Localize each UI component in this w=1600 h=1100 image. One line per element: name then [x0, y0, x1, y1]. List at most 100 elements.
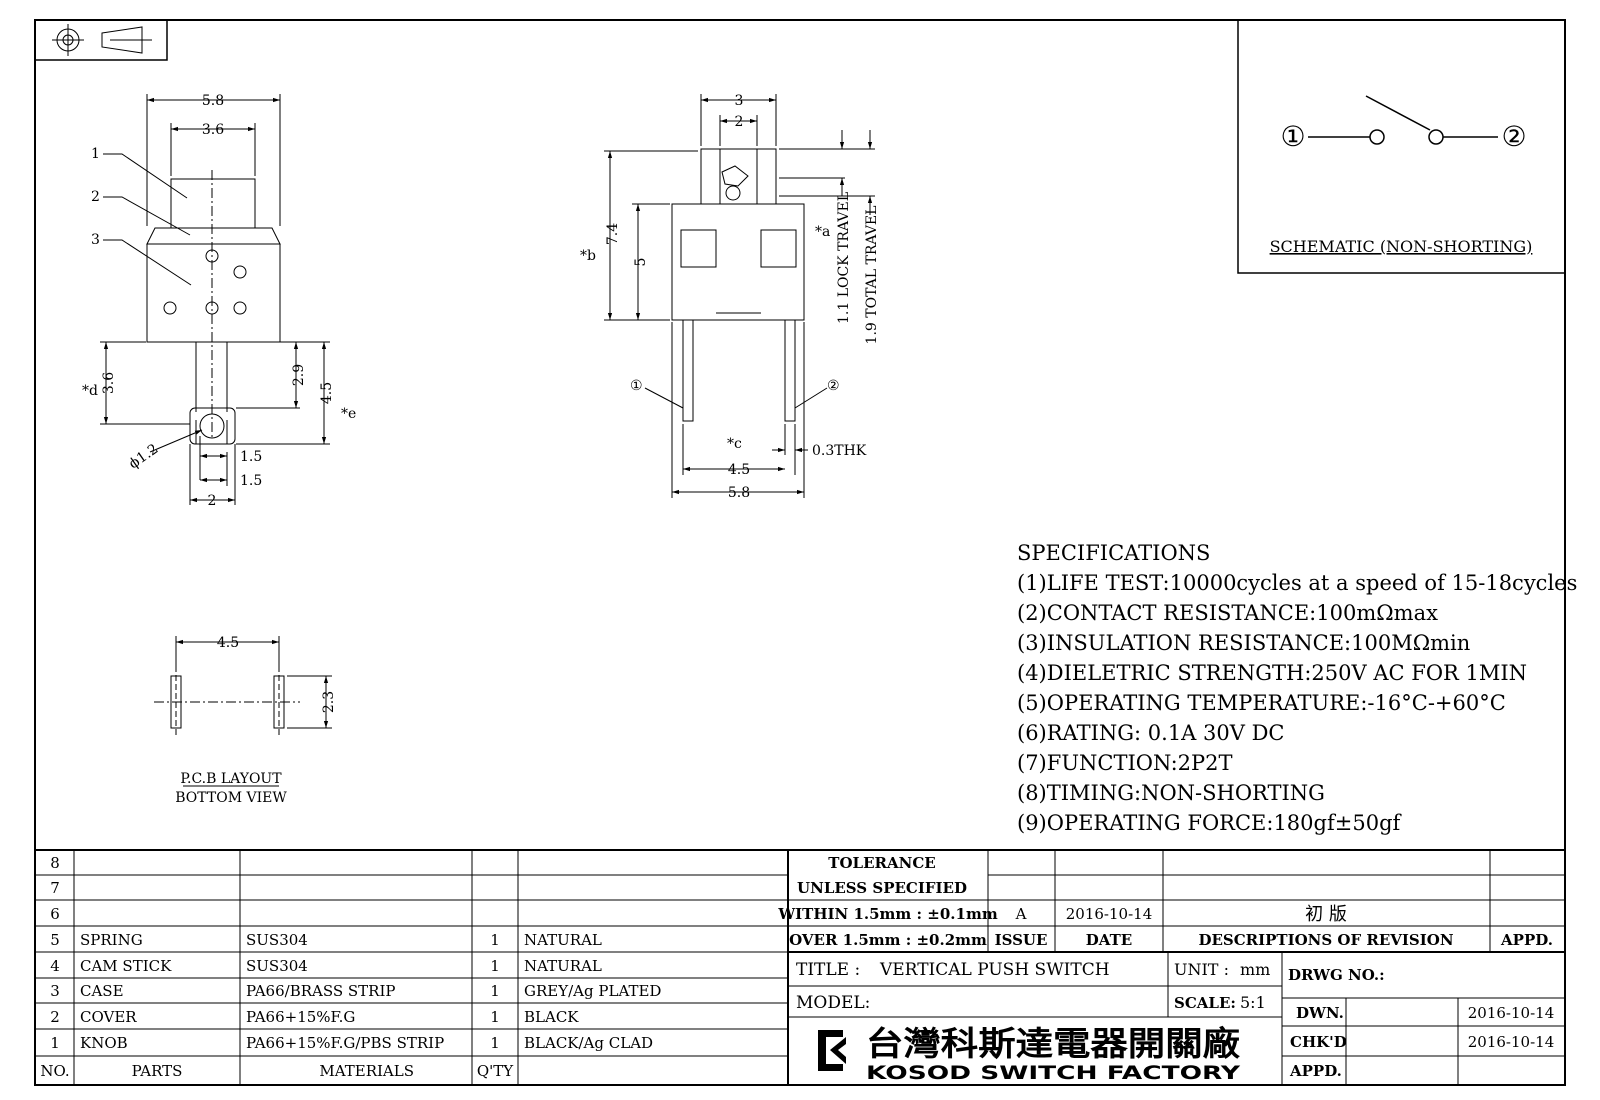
dim-body: 5: [633, 258, 649, 267]
bom-row-qty: 1: [490, 1034, 500, 1052]
bom-row-no: 4: [50, 957, 60, 975]
bom-row-material: SUS304: [246, 957, 308, 975]
bom-row-qty: 1: [490, 982, 500, 1000]
spec-item: (9)OPERATING FORCE:180gf±50gf: [1017, 811, 1403, 835]
title-block-grid: [35, 850, 1565, 1085]
specifications-title: SPECIFICATIONS: [1017, 541, 1210, 565]
scale-label: SCALE:: [1174, 994, 1236, 1012]
table-row: 2 COVER PA66+15%F.G 1 BLACK: [50, 1008, 579, 1026]
bom-row-no: 1: [50, 1034, 60, 1052]
bom-row-part: KNOB: [80, 1034, 128, 1052]
bom-row-no: 8: [50, 854, 60, 872]
side-view: [604, 94, 875, 498]
bom-table: 8 7 6 5 SPRING SUS304 1 NATURAL 4 CAM ST…: [40, 854, 661, 1080]
schematic-caption: SCHEMATIC (NON-SHORTING): [1270, 237, 1533, 256]
spec-item: (6)RATING: 0.1A 30V DC: [1017, 721, 1284, 745]
tolerance-over: OVER 1.5mm : ±0.2mm: [789, 931, 987, 949]
bom-header-parts: PARTS: [132, 1062, 183, 1080]
callout-1: 1: [91, 146, 100, 162]
schematic-pin-2: ②: [1501, 120, 1526, 153]
unit-label: UNIT :: [1174, 960, 1229, 979]
side-pin-2-label: ②: [827, 378, 840, 394]
spec-item: (8)TIMING:NON-SHORTING: [1017, 781, 1325, 805]
spec-item: (1)LIFE TEST:10000cycles at a speed of 1…: [1017, 571, 1577, 595]
spec-item: (3)INSULATION RESISTANCE:100MΩmin: [1017, 631, 1470, 655]
pcb-layout: [154, 636, 332, 786]
spec-item: (4)DIELETRIC STRENGTH:250V AC FOR 1MIN: [1017, 661, 1527, 685]
side-view-labels: 3 2 *b 7.4 5 *a 1.1 LOCK TRAVEL 1.9 TOTA…: [580, 93, 880, 501]
bom-row-finish: GREY/Ag PLATED: [524, 982, 661, 1000]
callout-2: 2: [91, 189, 100, 205]
company-name-english: KOSOD SWITCH FACTORY: [866, 1062, 1240, 1084]
dim-thickness: 0.3THK: [812, 443, 867, 459]
dim-hole: ϕ1.2: [126, 441, 161, 472]
dwn-date: 2016-10-14: [1468, 1004, 1554, 1022]
dim-outer-width: 5.8: [202, 93, 224, 109]
schematic-pin-1: ①: [1280, 120, 1305, 153]
side-pin-1-label: ①: [630, 378, 643, 394]
schematic-symbol: [1308, 96, 1498, 144]
bom-header-qty: Q'TY: [477, 1062, 514, 1080]
revision-date: 2016-10-14: [1066, 905, 1152, 923]
spec-item: (7)FUNCTION:2P2T: [1017, 751, 1233, 775]
dim-pitch: 4.5: [728, 462, 750, 478]
dim-f: 2.9: [291, 364, 307, 386]
bom-row-material: PA66+15%F.G: [246, 1008, 355, 1026]
table-row: 4 CAM STICK SUS304 1 NATURAL: [50, 957, 602, 975]
front-view: [100, 94, 330, 505]
appd-label: APPD.: [1289, 1062, 1342, 1080]
dim-top-inner: 2: [735, 114, 744, 130]
bom-row-finish: NATURAL: [524, 931, 602, 949]
kosod-logo-icon: [818, 1030, 846, 1071]
schematic-labels: ① ② SCHEMATIC (NON-SHORTING): [1270, 120, 1533, 256]
tolerance-subtitle: UNLESS SPECIFIED: [797, 879, 967, 897]
scale-value: 5:1: [1240, 993, 1266, 1012]
tolerance-within: WITHIN 1.5mm : ±0.1mm: [777, 905, 998, 923]
bom-row-no: 5: [50, 931, 60, 949]
dim-g: 4.5: [319, 382, 335, 404]
bom-row-finish: BLACK/Ag CLAD: [524, 1034, 653, 1052]
table-row: 5 SPRING SUS304 1 NATURAL: [50, 931, 602, 949]
bom-header-materials: MATERIALS: [319, 1062, 414, 1080]
dim-lock-travel: 1.1 LOCK TRAVEL: [836, 192, 852, 324]
pcb-layout-labels: 4.5 2.3 P.C.B LAYOUT BOTTOM VIEW: [175, 635, 337, 806]
dim-pin1: 1.5: [240, 449, 262, 465]
dim-b: 7.4: [605, 223, 621, 245]
dim-d-label: *d: [82, 383, 98, 399]
dim-side-width: 5.8: [728, 485, 750, 501]
bom-row-finish: NATURAL: [524, 957, 602, 975]
chkd-date: 2016-10-14: [1468, 1033, 1554, 1051]
tolerance-title: TOLERANCE: [828, 854, 935, 872]
dim-pin-width: 2: [208, 493, 217, 509]
bom-row-no: 3: [50, 982, 60, 1000]
dim-pin2: 1.5: [240, 473, 262, 489]
bom-row-material: PA66+15%F.G/PBS STRIP: [246, 1034, 444, 1052]
bom-row-no: 7: [50, 879, 60, 897]
bom-row-no: 2: [50, 1008, 60, 1026]
spec-item: (2)CONTACT RESISTANCE:100mΩmax: [1017, 601, 1438, 625]
revision-header-desc: DESCRIPTIONS OF REVISION: [1198, 931, 1453, 949]
company-name-chinese: 台灣科斯達電器開關廠: [866, 1024, 1240, 1063]
sheet-border: [35, 20, 1565, 1085]
dim-total-travel: 1.9 TOTAL TRAVEL: [864, 206, 880, 345]
table-row: 3 CASE PA66/BRASS STRIP 1 GREY/Ag PLATED: [50, 982, 661, 1000]
bom-row-part: SPRING: [80, 931, 143, 949]
specifications: SPECIFICATIONS (1)LIFE TEST:10000cycles …: [1017, 541, 1577, 835]
bom-row-part: CAM STICK: [80, 957, 172, 975]
bom-row-qty: 1: [490, 931, 500, 949]
bom-row-qty: 1: [490, 957, 500, 975]
dim-top-outer: 3: [735, 93, 744, 109]
pcb-layout-title: P.C.B LAYOUT: [180, 771, 282, 787]
bom-row-material: SUS304: [246, 931, 308, 949]
bom-header-no: NO.: [40, 1062, 69, 1080]
unit-value: mm: [1240, 960, 1270, 979]
bom-row-finish: BLACK: [524, 1008, 579, 1026]
dim-e-label: *e: [341, 406, 356, 422]
dim-c-label: *c: [727, 436, 742, 452]
revision-header-appd: APPD.: [1500, 931, 1553, 949]
revision-description: 初 版: [1305, 904, 1347, 925]
bom-row-qty: 1: [490, 1008, 500, 1026]
model-label: MODEL:: [796, 993, 870, 1013]
bom-row-no: 6: [50, 905, 60, 923]
title-label: TITLE :: [796, 960, 860, 980]
